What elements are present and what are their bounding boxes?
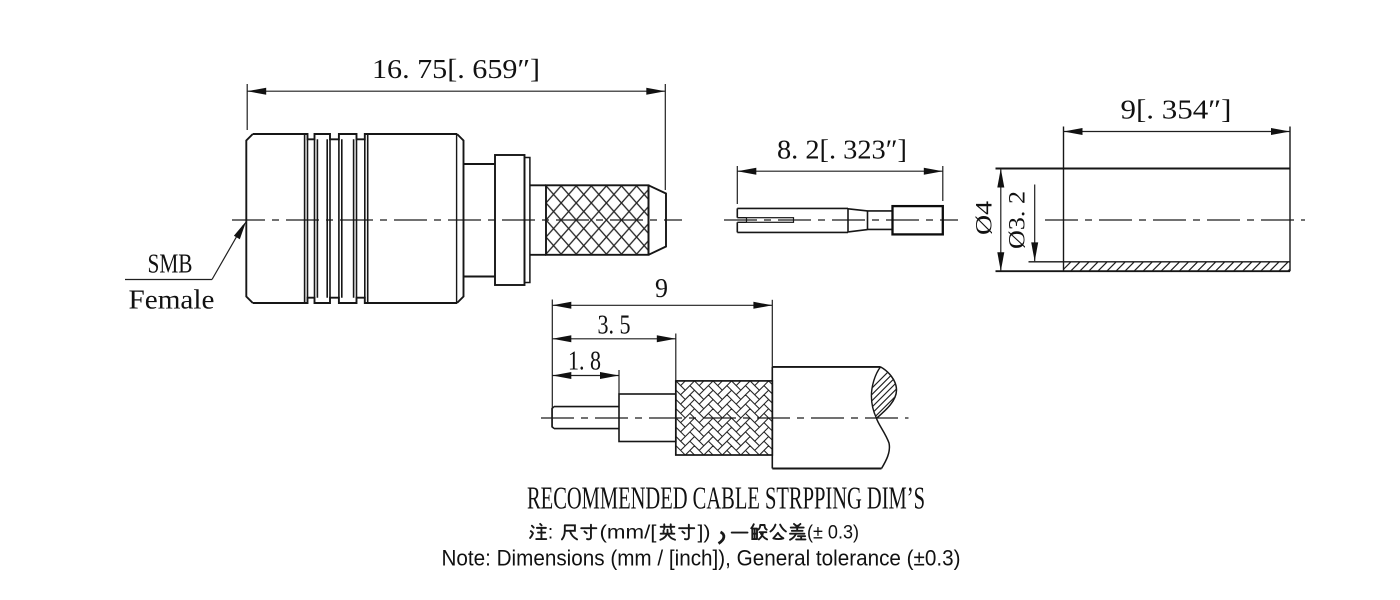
svg-text:SMB: SMB (148, 249, 193, 279)
svg-text:8. 2[. 323″]: 8. 2[. 323″] (777, 134, 907, 164)
svg-text:(± 0.3): (± 0.3) (807, 523, 859, 544)
svg-text:Ø3. 2: Ø3. 2 (1005, 191, 1030, 249)
svg-text:RECOMMENDED CABLE STRPPING DIM: RECOMMENDED CABLE STRPPING DIM’S (527, 480, 925, 516)
svg-text:Female: Female (129, 285, 215, 315)
svg-text::: : (548, 523, 553, 544)
svg-text:1. 8: 1. 8 (568, 346, 601, 376)
svg-text:]): ]) (698, 523, 711, 544)
svg-text:16. 75[. 659″]: 16. 75[. 659″] (372, 54, 540, 84)
svg-text:Note: Dimensions (mm / [inch]): Note: Dimensions (mm / [inch]), General … (442, 545, 961, 570)
svg-text:9: 9 (655, 273, 668, 303)
svg-text:Ø4: Ø4 (972, 200, 997, 235)
svg-text:9[. 354″]: 9[. 354″] (1121, 94, 1232, 124)
svg-text:(mm/[: (mm/[ (600, 523, 658, 544)
svg-text:3. 5: 3. 5 (598, 310, 631, 340)
